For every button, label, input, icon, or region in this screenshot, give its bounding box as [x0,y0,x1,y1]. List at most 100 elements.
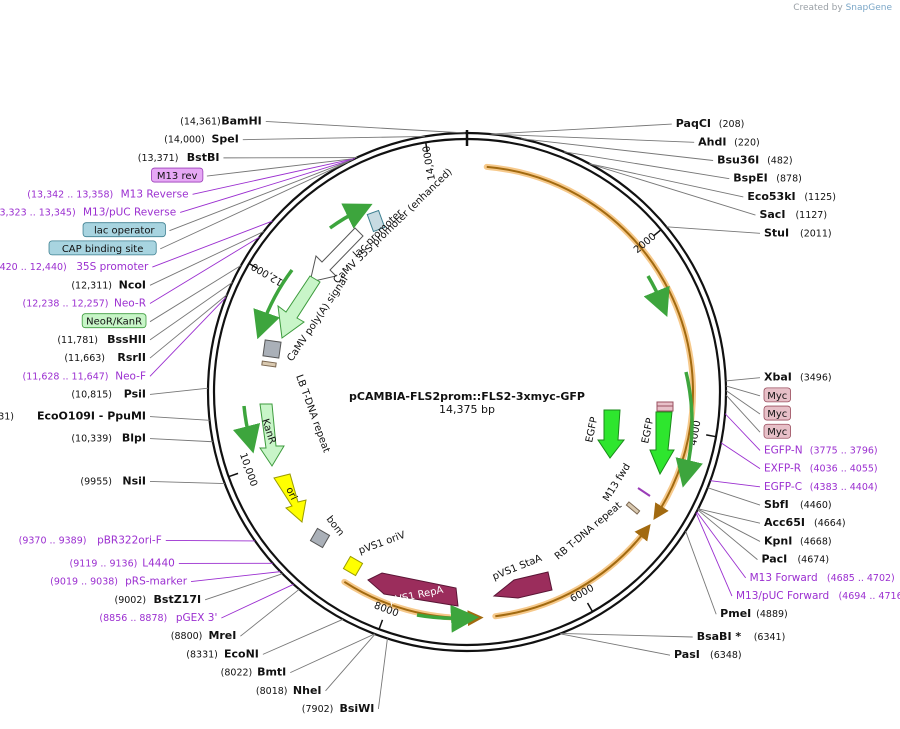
site-name: L4440 [142,557,175,569]
leader-line [149,438,213,443]
leader-line [563,151,730,180]
leader-line [559,633,671,656]
leader-line [697,509,758,560]
site-name: KpnI [764,534,792,547]
camv-35s-promoter-arrow [309,227,364,283]
site-name: NsiI [122,474,146,487]
leader-line [725,390,761,415]
site-name: BmtI [257,666,286,679]
kanr-arrow [259,403,285,467]
leader-line [149,296,227,377]
leader-line [290,633,375,674]
site-coordinate: (10,815) [71,389,112,400]
feature-arc-green-left [253,268,294,340]
site-label-m13-puc-forward: M13/pUC Forward(4694 .. 4716) [736,590,900,602]
site-coordinate: (8022) [221,668,253,679]
site-name: Bsu36I [717,153,759,166]
site-label-sbfi: SbfI(4460) [764,498,832,511]
feature-box-label: CAP binding site [62,244,144,255]
site-label-saci: SacI(1127) [759,208,827,221]
site-label-bsshii: BssHII(11,781) [57,333,146,346]
site-label-neo-f: Neo-F(11,628 .. 11,647) [23,370,146,382]
ruler-tick [652,229,662,237]
leader-line [149,481,225,484]
leader-line [160,161,349,250]
site-name: EXFP-R [764,463,801,475]
site-name: NheI [293,684,322,697]
site-label-myc: Myc [763,387,792,403]
site-label-egfp-c: EGFP-C(4383 .. 4404) [764,481,878,493]
site-name: pBR322ori-F [97,534,162,546]
feature-box-label: Myc [767,391,787,402]
site-label-bsabi-: BsaBI * (6341) [697,630,786,643]
site-label-bstbi: BstBI(13,371) [138,151,220,164]
leader-line [491,133,695,143]
site-name: PaqCI [676,117,711,130]
feature-box [151,167,204,183]
feature-box [763,405,792,421]
site-label-paci: PacI(4674) [761,553,829,566]
site-name: BssHII [107,333,146,346]
site-name: Eco53kI [747,190,795,203]
site-coordinate: (14,361) [180,116,221,127]
pvs1-repa-arrow [367,572,459,607]
label-pvs1-oriv: pVS1 oriV [357,530,407,557]
leader-line [377,638,388,710]
site-label-bspei: BspEI(878) [733,172,802,185]
feature-arc-green-bottom [416,604,479,633]
site-name: EGFP-C [764,481,802,493]
site-label-pgex-3-: pGEX 3' (8856 .. 8878) [99,612,217,624]
site-label-cap-binding-site: CAP binding site [48,240,157,256]
leader-line [152,220,273,268]
site-name: PmeI [720,607,751,620]
leader-line [725,377,761,382]
leader-line [695,512,733,597]
site-label-m13-forward: M13 Forward(4685 .. 4702) [750,572,895,584]
ruler-tick [424,142,429,153]
snapgene-logo: SnapGene [845,3,892,13]
site-label-acc65i: Acc65I(4664) [764,516,846,529]
leader-line [149,294,228,359]
site-name: BspEI [733,172,767,185]
site-coordinate: (6341) [754,632,786,643]
plasmid-center-label: pCAMBIA-FLS2prom::FLS2-3xmyc-GFP 14,375 … [349,390,585,416]
feature-arc-green-left2 [232,405,261,454]
feature-arc-green-right2 [675,371,703,488]
site-label-myc: Myc [763,423,792,439]
site-name: RsrII [117,351,146,364]
ruler-tick-label: 10,000 [237,452,259,489]
egfp-arrow-1 [597,409,626,459]
site-coordinate: (10,531) [0,412,14,423]
label-rb-tdna-repeat: RB T-DNA repeat [553,500,624,562]
site-name: BsaBI * [697,630,742,643]
site-coordinate: (4036 .. 4055) [810,464,878,475]
site-name: PsiI [124,387,146,400]
site-coordinate: (11,628 .. 11,647) [23,371,109,382]
inner-features [232,203,703,633]
site-name: M13/pUC Reverse [83,206,176,218]
site-label-blpi: BlpI(10,339) [71,432,146,445]
leader-line [710,480,761,488]
site-coordinate: (9002) [115,595,147,606]
leader-line [720,442,761,470]
ruler-tick [248,262,259,270]
site-name: BamHI [221,114,262,127]
watermark-text: Created by [793,3,843,13]
site-coordinate: (13,323 .. 13,345) [0,207,76,218]
leader-line [521,138,714,161]
site-name: pRS-marker [125,576,188,588]
leader-line [325,633,376,692]
site-coordinate: (14,000) [164,135,205,146]
site-coordinate: (208) [719,119,745,130]
plasmid-length: 14,375 bp [439,403,495,416]
feature-box-label: NeoR/KanR [86,317,142,328]
leader-line [262,618,344,655]
site-coordinate: (4664) [814,518,846,529]
leader-line [490,123,672,135]
feature-square-grey [262,339,282,359]
site-name: EcoO109I - PpuMI [37,410,146,423]
site-label-lac-operator: lac operator [82,222,166,238]
site-name: pGEX 3' [176,612,218,624]
site-label-egfp-n: EGFP-N(3775 .. 3796) [764,444,878,456]
site-coordinate: (8856 .. 8878) [99,613,167,624]
